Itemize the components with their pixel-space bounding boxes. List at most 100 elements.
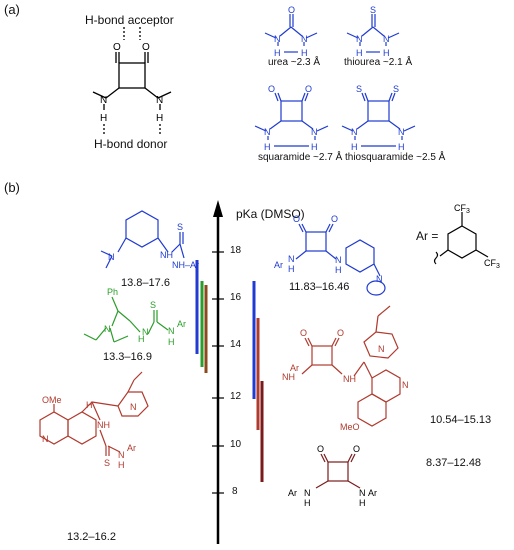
svg-text:N: N (274, 34, 281, 44)
svg-text:NH: NH (282, 372, 295, 382)
svg-text:H: H (301, 48, 308, 58)
svg-text:H: H (274, 48, 281, 58)
svg-text:O: O (293, 214, 300, 224)
svg-text:H: H (359, 498, 366, 508)
thiourea-distance: ~2.1 Å (382, 57, 413, 68)
svg-text:N: N (359, 488, 366, 498)
svg-text:O: O (113, 42, 121, 53)
svg-text:Ar: Ar (177, 319, 186, 329)
svg-text:O: O (300, 328, 307, 338)
cinchona-thiourea-structure (39, 371, 149, 456)
svg-text:S: S (393, 84, 399, 94)
svg-text:H: H (398, 142, 405, 152)
svg-text:O: O (288, 5, 295, 15)
bis-aryl-squaramide-structure (315, 453, 361, 489)
svg-text:N: N (311, 127, 318, 137)
svg-text:N: N (264, 127, 271, 137)
svg-text:Ph: Ph (107, 287, 118, 297)
svg-text:N: N (398, 127, 405, 137)
thiourea-label: thiourea ~2.1 Å (344, 57, 412, 68)
aryl-group-structure (433, 212, 489, 265)
thiosquaramide-distance: ~2.5 Å (416, 152, 446, 163)
panel-a-label: (a) (4, 2, 20, 17)
thiosquaramide-name: thiosquaramide (345, 152, 414, 163)
tick-label-18: 18 (230, 245, 242, 256)
svg-text:NH–Ar: NH–Ar (172, 260, 199, 270)
svg-text:N: N (383, 34, 390, 44)
svg-text:N: N (104, 324, 111, 334)
svg-text:N: N (42, 434, 49, 444)
svg-text:N: N (142, 327, 149, 337)
range-label-1: 13.8–17.6 (121, 277, 170, 289)
tick-label-8: 8 (232, 486, 238, 497)
svg-text:H: H (86, 400, 93, 410)
svg-text:O: O (353, 444, 360, 454)
svg-text:N: N (402, 380, 409, 390)
svg-text:CF3: CF3 (484, 258, 500, 270)
ar-label: Ar = (416, 229, 439, 243)
svg-text:S: S (370, 5, 376, 15)
svg-text:O: O (142, 42, 150, 53)
svg-text:NH: NH (97, 420, 110, 430)
cyclohexyl-thiourea-structure (100, 210, 185, 269)
svg-text:H: H (311, 142, 318, 152)
hbond-donor-label: H-bond donor (94, 137, 168, 151)
urea-structure (264, 14, 318, 53)
svg-text:Ar: Ar (368, 488, 377, 498)
svg-text:S: S (177, 222, 183, 232)
svg-text:S: S (356, 84, 362, 94)
thiosquaramide-structure (341, 92, 416, 147)
svg-text:Ar: Ar (290, 363, 299, 373)
svg-text:N: N (100, 95, 107, 106)
svg-text:O: O (337, 328, 344, 338)
axis-title: pKa (DMSO) (236, 207, 305, 221)
svg-text:H: H (118, 460, 125, 470)
range-label-2: 13.3–16.9 (103, 351, 152, 363)
svg-text:O: O (331, 214, 338, 224)
urea-label: urea ~2.3 Å (268, 57, 320, 68)
squaramide-name: squaramide (258, 152, 311, 163)
thiourea-structure (346, 14, 400, 53)
urea-distance: ~2.3 Å (290, 57, 320, 68)
amino-thiourea-structure (83, 296, 169, 343)
cyclohexyl-squaramide-structure (295, 223, 386, 296)
pka-axis-arrowhead (213, 200, 223, 217)
svg-text:S: S (104, 458, 110, 468)
squaramide-label: squaramide ~2.7 Å (258, 152, 342, 163)
svg-text:H: H (264, 142, 271, 152)
svg-text:N: N (288, 254, 295, 264)
range-label-4: 11.83–16.46 (289, 281, 350, 293)
squaramide-main-structure (92, 27, 172, 136)
cinchona-squaramide-structure (301, 305, 401, 427)
svg-text:NH: NH (343, 374, 356, 384)
range-label-6: 8.37–12.48 (426, 457, 482, 469)
svg-text:N: N (351, 127, 358, 137)
thiosquaramide-label: thiosquaramide ~2.5 Å (345, 152, 445, 163)
svg-text:N: N (118, 450, 125, 460)
svg-text:O: O (317, 444, 324, 454)
svg-text:H: H (168, 337, 175, 347)
svg-text:Ar: Ar (127, 443, 136, 453)
svg-text:OMe: OMe (42, 395, 62, 405)
urea-name: urea (268, 57, 289, 68)
tick-label-14: 14 (230, 339, 242, 350)
svg-text:H: H (156, 113, 163, 124)
svg-text:N: N (304, 488, 311, 498)
svg-text:Ar: Ar (274, 260, 283, 270)
range-label-3: 13.2–16.2 (67, 531, 116, 543)
svg-text:MeO: MeO (340, 422, 360, 432)
svg-text:N: N (168, 326, 175, 336)
svg-text:H: H (138, 334, 145, 344)
range-label-5: 10.54–15.13 (430, 414, 492, 426)
hbond-acceptor-label: H-bond acceptor (85, 13, 174, 27)
svg-text:H: H (351, 142, 358, 152)
svg-text:Ar: Ar (288, 488, 297, 498)
tick-label-16: 16 (230, 292, 242, 303)
svg-text:H: H (383, 48, 390, 58)
svg-text:N: N (378, 344, 385, 354)
tick-label-10: 10 (230, 439, 242, 450)
svg-text:S: S (150, 300, 156, 310)
svg-text:N: N (301, 34, 308, 44)
